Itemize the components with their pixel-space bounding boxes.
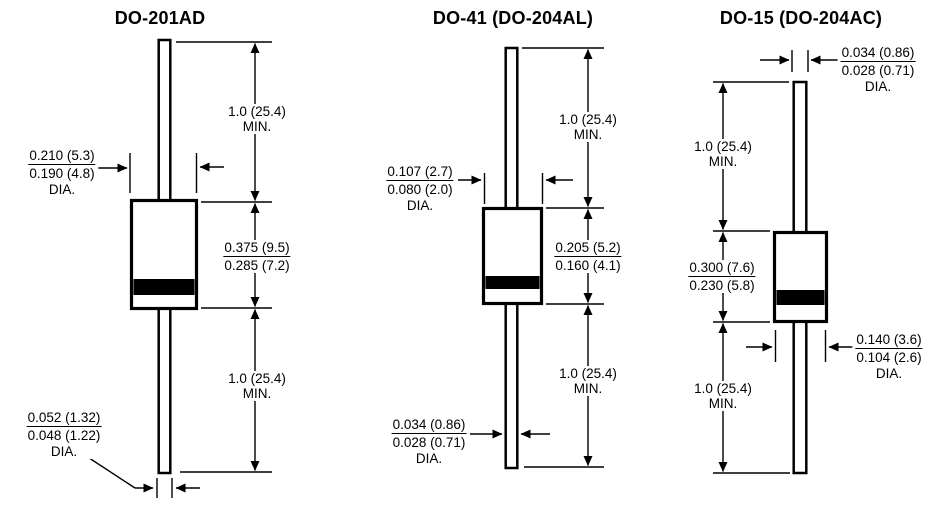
- do-15-figure: [713, 50, 854, 475]
- do-41-body: [481, 206, 544, 306]
- do-15-lead-bottom-length-label: 1.0 (25.4) MIN.: [691, 381, 755, 411]
- do-201ad-body-length-label: 0.375 (9.5) 0.285 (7.2): [220, 240, 294, 273]
- do-41-lead-bottom: [504, 301, 519, 470]
- do-201ad-body-diameter-label: 0.210 (5.3) 0.190 (4.8) DIA.: [25, 148, 99, 197]
- do-15-title: DO-15 (DO-204AC): [719, 8, 883, 28]
- do-15-lead-top: [792, 80, 808, 235]
- do-15-lead-bottom: [792, 319, 808, 475]
- do-41-body-diameter-label: 0.107 (2.7) 0.080 (2.0) DIA.: [383, 164, 457, 213]
- do-15-body-length-label: 0.300 (7.6) 0.230 (5.8): [685, 260, 759, 293]
- do-15-body-diameter-label: 0.140 (3.6) 0.104 (2.6) DIA.: [852, 332, 926, 381]
- do-41-figure: [458, 46, 604, 470]
- do-201ad-cathode-band: [133, 279, 195, 295]
- do-41-body-length-label: 0.205 (5.2) 0.160 (4.1): [551, 240, 625, 273]
- do-41-lead-top-length-label: 1.0 (25.4) MIN.: [556, 112, 620, 142]
- do-201ad-lead-bottom-length-label: 1.0 (25.4) MIN.: [225, 371, 289, 401]
- do-201ad-title: DO-201AD: [114, 8, 206, 28]
- do-15-lead-top-length-label: 1.0 (25.4) MIN.: [691, 139, 755, 169]
- do-201ad-lead-top-length-label: 1.0 (25.4) MIN.: [225, 104, 289, 134]
- do-41-lead-bottom-length-label: 1.0 (25.4) MIN.: [556, 366, 620, 396]
- do-15-lead-diameter-label: 0.034 (0.86) 0.028 (0.71) DIA.: [837, 45, 919, 94]
- do-41-title: DO-41 (DO-204AL): [432, 8, 594, 28]
- do-201ad-lead-diameter-label: 0.052 (1.32) 0.048 (1.22) DIA.: [23, 410, 105, 459]
- do-15-cathode-band: [776, 290, 825, 305]
- do-41-lead-top: [504, 46, 519, 211]
- do-201ad-lead-top: [157, 38, 172, 204]
- do-41-cathode-band: [485, 276, 540, 289]
- do-201ad-lead-bottom: [157, 306, 172, 475]
- do-41-lead-diameter-label: 0.034 (0.86) 0.028 (0.71) DIA.: [388, 417, 470, 466]
- do-15-body: [772, 230, 829, 324]
